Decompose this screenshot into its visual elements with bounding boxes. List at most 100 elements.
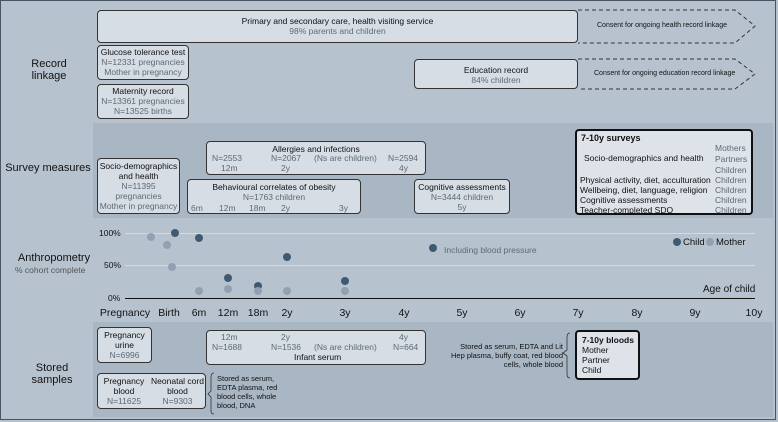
socio-who: Mother in pregnancy bbox=[99, 201, 178, 212]
allergies-age2: 2y bbox=[281, 163, 290, 173]
cognitive-age: 5y bbox=[457, 202, 467, 213]
x-axis-title: Age of child bbox=[703, 284, 756, 295]
x-axis-label: 5y bbox=[456, 307, 468, 319]
bp-note: Including blood pressure bbox=[444, 245, 537, 255]
glucose-title: Glucose tolerance test bbox=[100, 47, 186, 57]
x-axis-label: 6m bbox=[191, 307, 207, 319]
child-data-point bbox=[171, 229, 179, 237]
label-survey-measures: Survey measures bbox=[5, 162, 91, 174]
obesity-age-2y: 2y bbox=[281, 203, 290, 213]
label-anthropometry-sub: % cohort complete bbox=[15, 265, 86, 275]
serum-title: Infant serum bbox=[294, 352, 342, 362]
socio-n: N=11395 pregnancies bbox=[115, 181, 162, 202]
obesity-age-12m: 12m bbox=[219, 203, 236, 213]
consent-health-text: Consent for ongoing health record linkag… bbox=[597, 22, 727, 29]
obesity-n: N=1763 children bbox=[242, 192, 306, 203]
pregnancy-blood-n: N=11625 bbox=[106, 396, 142, 407]
serum-age3: 4y bbox=[399, 332, 408, 342]
x-axis-label: 9y bbox=[689, 307, 701, 319]
obesity-box: Behavioural correlates of obesity N=1763… bbox=[187, 179, 361, 214]
primary-care-box: Primary and secondary care, health visit… bbox=[97, 10, 578, 43]
gridline-50 bbox=[125, 265, 755, 266]
surveys-710-row-label: Teacher-completed SDQ bbox=[580, 205, 674, 215]
y-tick-100: 100% bbox=[99, 228, 121, 238]
cord-blood-col: Neonatal cord blood N=9303 bbox=[150, 376, 205, 406]
surveys-710-row-label: Cognitive assessments bbox=[580, 195, 668, 205]
education-title: Education record bbox=[463, 65, 529, 75]
blood-box: Pregnancy blood N=11625 Neonatal cord bl… bbox=[97, 373, 206, 409]
x-axis-label: 2y bbox=[281, 307, 293, 319]
education-box: Education record 84% children bbox=[414, 59, 578, 89]
x-axis-label: 3y bbox=[339, 307, 351, 319]
serum-age1: 12m bbox=[221, 332, 238, 342]
serum-n2: N=1536 bbox=[271, 342, 302, 352]
maternity-n1: N=13361 pregnancies bbox=[101, 96, 185, 107]
bloods-710-child: Child bbox=[582, 365, 602, 376]
surveys-710-row-label: Wellbeing, diet, language, religion bbox=[580, 185, 708, 195]
allergies-n1: N=2553 bbox=[212, 153, 243, 163]
x-axis-label: 7y bbox=[572, 307, 584, 319]
x-axis-label: 4y bbox=[398, 307, 410, 319]
surveys-710-row-who: Children bbox=[715, 175, 747, 185]
label-anthropometry: Anthropometry bbox=[17, 252, 91, 264]
socio-box: Socio-demographics and health N=11395 pr… bbox=[97, 158, 180, 214]
x-axis-label: 12m bbox=[217, 307, 239, 319]
allergies-age3: 4y bbox=[399, 163, 408, 173]
legend-child-marker bbox=[673, 238, 681, 246]
x-axis-label: 18m bbox=[247, 307, 269, 319]
cord-blood-n: N=9303 bbox=[162, 396, 193, 407]
primary-care-title: Primary and secondary care, health visit… bbox=[241, 16, 434, 26]
y-tick-50: 50% bbox=[104, 260, 122, 270]
bloods-710-title: 7-10y bloods bbox=[582, 335, 634, 345]
allergies-box: Allergies and infections bbox=[206, 141, 426, 175]
serum-n3: N=664 bbox=[393, 342, 419, 352]
mother-data-point bbox=[254, 286, 262, 295]
bloods-710-mother: Mother bbox=[582, 345, 609, 356]
serum-age2: 2y bbox=[281, 332, 290, 342]
cognitive-title: Cognitive assessments bbox=[418, 182, 506, 192]
cognitive-n: N=3444 children bbox=[430, 192, 494, 203]
allergies-note: (Ns are children) bbox=[314, 153, 377, 163]
mother-data-point bbox=[195, 286, 203, 295]
surveys-710-row-who: Children bbox=[715, 195, 747, 205]
obesity-age-6m: 6m bbox=[191, 203, 203, 213]
legend-mother-marker bbox=[706, 238, 714, 246]
surveys-710-who-children: Children bbox=[715, 165, 747, 175]
mother-data-point bbox=[283, 286, 291, 295]
surveys-710-box: 7-10y surveys bbox=[575, 129, 753, 215]
label-stored-samples: Stored samples bbox=[31, 362, 73, 386]
allergies-n3: N=2594 bbox=[388, 153, 419, 163]
primary-care-sub: 98% parents and children bbox=[289, 26, 386, 37]
legend-child-label: Child bbox=[683, 237, 705, 248]
surveys-710-row-who: Children bbox=[715, 205, 747, 215]
surveys-710-socio: Socio-demographics and health bbox=[584, 153, 704, 163]
surveys-710-who-partners: Partners bbox=[715, 154, 748, 164]
allergies-age1: 12m bbox=[221, 163, 238, 173]
infant-serum-box bbox=[206, 330, 426, 365]
glucose-who: Mother in pregnancy bbox=[104, 67, 182, 78]
allergies-n2: N=2067 bbox=[271, 153, 302, 163]
cognitive-box: Cognitive assessments N=3444 children 5y bbox=[414, 179, 510, 214]
surveys-710-who-mothers: Mothers bbox=[715, 143, 746, 153]
education-sub: 84% children bbox=[471, 75, 521, 86]
bloods-710-partner: Partner bbox=[582, 355, 610, 366]
surveys-710-row-who: Children bbox=[715, 185, 747, 195]
mother-data-point bbox=[147, 232, 156, 241]
obesity-age-3y: 3y bbox=[339, 203, 348, 213]
urine-title: Pregnancy urine bbox=[104, 330, 145, 351]
socio-title: Socio-demographics and health bbox=[99, 161, 178, 182]
x-axis-label: 8y bbox=[631, 307, 643, 319]
bloods-710-box: 7-10y bloods Mother Partner Child bbox=[575, 330, 640, 380]
gridline-100 bbox=[125, 233, 755, 234]
x-axis-label: Pregnancy bbox=[99, 307, 151, 319]
blood-columns: Pregnancy blood N=11625 Neonatal cord bl… bbox=[98, 376, 205, 406]
x-axis-label: 6y bbox=[514, 307, 526, 319]
obesity-age-18m: 18m bbox=[249, 203, 266, 213]
child-data-point bbox=[341, 277, 349, 286]
surveys-710-title: 7-10y surveys bbox=[581, 133, 641, 143]
child-data-point bbox=[224, 273, 232, 282]
maternity-n2: N=13525 births bbox=[114, 106, 172, 117]
allergies-title: Allergies and infections bbox=[272, 144, 360, 154]
mother-data-point bbox=[224, 284, 232, 293]
